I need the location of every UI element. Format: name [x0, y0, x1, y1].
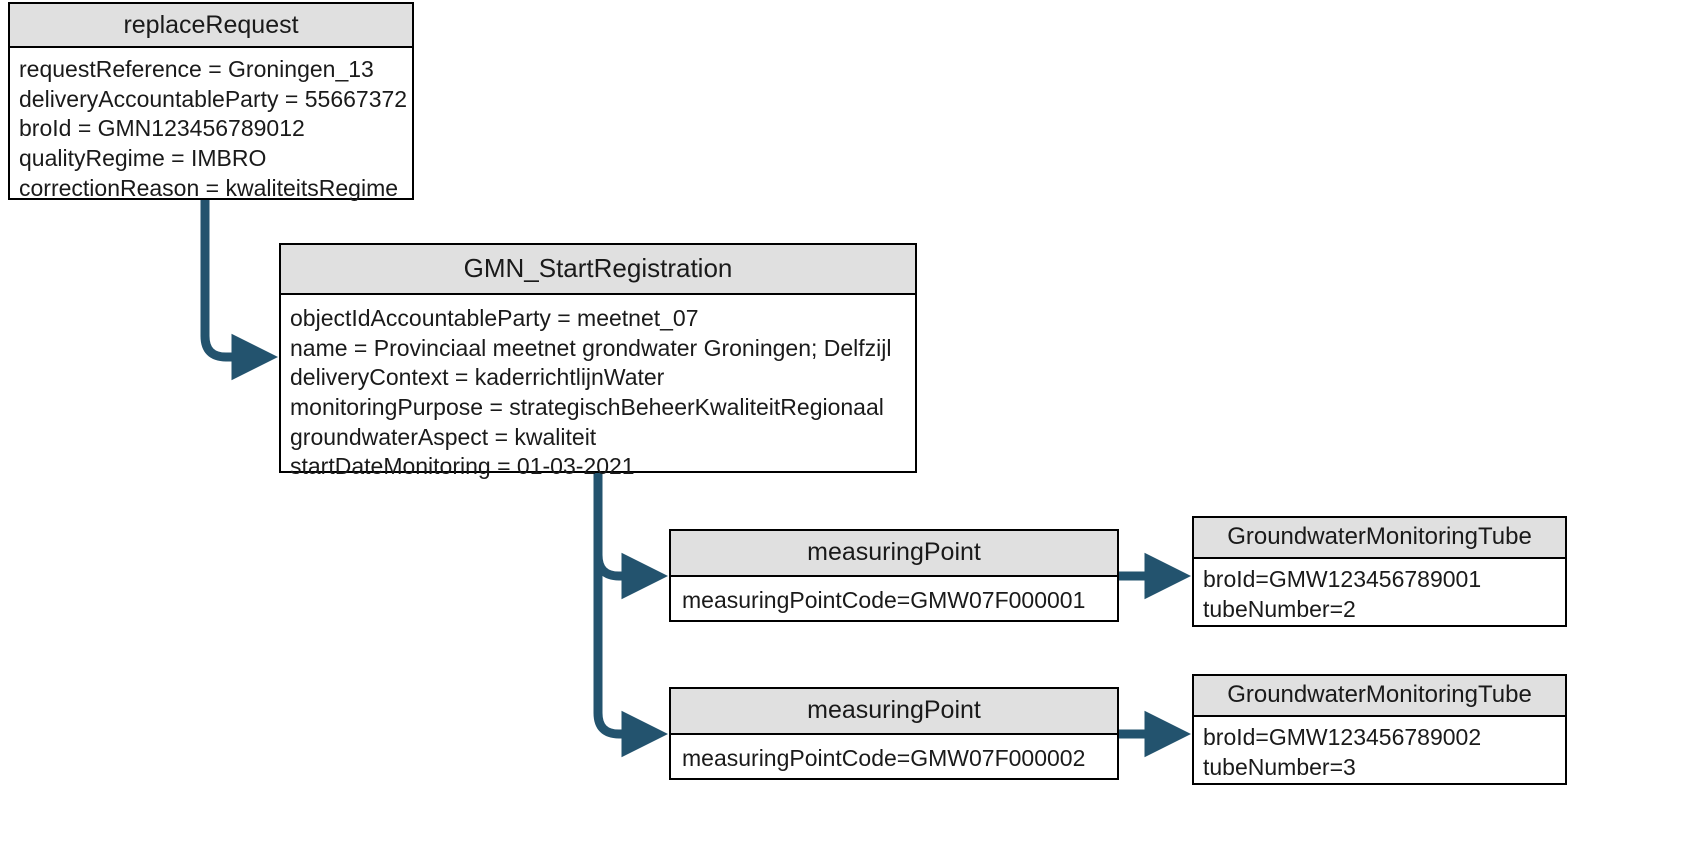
box-groundwater-monitoring-tube-2-title: GroundwaterMonitoringTube: [1194, 676, 1565, 717]
box-measuring-point-1-body: measuringPointCode=GMW07F000001: [671, 577, 1117, 624]
attribute-measuring-point-code-2: measuringPointCode=GMW07F000002: [682, 745, 1086, 771]
box-gmn-start-registration-body: objectIdAccountableParty = meetnet_07 na…: [281, 295, 915, 490]
box-measuring-point-2-body: measuringPointCode=GMW07F000002: [671, 735, 1117, 782]
attribute-groundwater-aspect: groundwaterAspect = kwaliteit: [290, 423, 597, 450]
attribute-bro-id: broId = GMN123456789012: [19, 115, 305, 142]
attribute-request-reference: requestReference = Groningen_13: [19, 56, 374, 82]
box-groundwater-monitoring-tube-1-body: broId=GMW123456789001 tubeNumber=2: [1194, 559, 1565, 631]
attribute-quality-regime: qualityRegime = IMBRO: [19, 144, 267, 171]
box-groundwater-monitoring-tube-1[interactable]: GroundwaterMonitoringTube broId=GMW12345…: [1192, 516, 1567, 627]
box-gmn-start-registration-title: GMN_StartRegistration: [281, 245, 915, 295]
attribute-tube-2-tube-number: tubeNumber=3: [1203, 753, 1356, 780]
box-measuring-point-2-title: measuringPoint: [671, 689, 1117, 735]
attribute-correction-reason: correctionReason = kwaliteitsRegime: [19, 174, 399, 201]
attribute-start-date-monitoring: startDateMonitoring = 01-03-2021: [290, 453, 635, 480]
attribute-monitoring-purpose: monitoringPurpose = strategischBeheerKwa…: [290, 393, 884, 420]
box-measuring-point-1-title: measuringPoint: [671, 531, 1117, 577]
box-groundwater-monitoring-tube-1-title: GroundwaterMonitoringTube: [1194, 518, 1565, 559]
attribute-object-id-accountable-party: objectIdAccountableParty = meetnet_07: [290, 305, 699, 331]
connector-gmn-start-to-measuring-point-2: [593, 555, 669, 758]
attribute-tube-2-bro-id: broId=GMW123456789002: [1203, 724, 1482, 750]
attribute-name: name = Provinciaal meetnet grondwater Gr…: [290, 334, 892, 361]
box-groundwater-monitoring-tube-2[interactable]: GroundwaterMonitoringTube broId=GMW12345…: [1192, 674, 1567, 785]
attribute-delivery-accountable-party: deliveryAccountableParty = 55667372: [19, 85, 408, 112]
box-gmn-start-registration[interactable]: GMN_StartRegistration objectIdAccountabl…: [279, 243, 917, 479]
box-groundwater-monitoring-tube-2-body: broId=GMW123456789002 tubeNumber=3: [1194, 717, 1565, 789]
box-replace-request[interactable]: replaceRequest requestReference = Gronin…: [8, 2, 414, 201]
attribute-tube-1-tube-number: tubeNumber=2: [1203, 595, 1356, 622]
box-measuring-point-2[interactable]: measuringPoint measuringPointCode=GMW07F…: [669, 687, 1119, 780]
connector-replace-request-to-gmn-start: [200, 200, 279, 381]
box-measuring-point-1[interactable]: measuringPoint measuringPointCode=GMW07F…: [669, 529, 1119, 622]
box-replace-request-body: requestReference = Groningen_13 delivery…: [10, 48, 412, 211]
attribute-delivery-context: deliveryContext = kaderrichtlijnWater: [290, 364, 665, 391]
attribute-tube-1-bro-id: broId=GMW123456789001: [1203, 566, 1482, 592]
box-replace-request-title: replaceRequest: [10, 4, 412, 48]
attribute-measuring-point-code-1: measuringPointCode=GMW07F000001: [682, 587, 1086, 613]
